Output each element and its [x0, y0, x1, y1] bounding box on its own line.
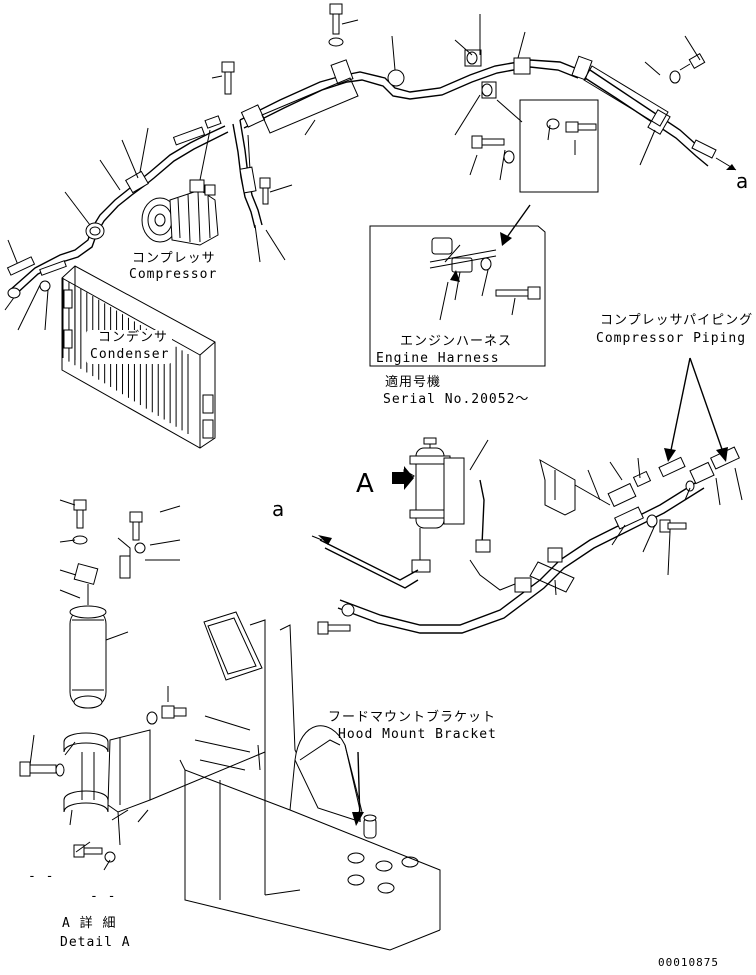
engine-harness-label-en: Engine Harness — [376, 351, 500, 366]
compressor-piping-label-en: Compressor Piping — [596, 331, 746, 346]
compressor-piping-bracket — [539, 357, 743, 596]
hood-bracket-label-en: Hood Mount Bracket — [338, 727, 497, 742]
continuation-a-top: a — [736, 169, 748, 193]
serial-label-en: Serial No.20052～ — [383, 392, 529, 407]
detail-a-label-jp: A 詳 細 — [62, 915, 116, 931]
engine-harness-inset — [369, 99, 599, 367]
detail-a-leaders — [29, 499, 181, 871]
hood-bracket-label-jp: フードマウントブラケット — [328, 709, 496, 725]
compressor — [141, 115, 222, 246]
leader-lines-top — [4, 14, 701, 331]
engine-harness-label-jp: エンジンハーネス — [400, 334, 512, 349]
text-labels: コンプレッサ Compressor コンデンサ Condenser エンジンハー… — [28, 169, 753, 969]
view-a-arrow — [392, 466, 414, 490]
upper-hose-route — [9, 59, 713, 297]
continuation-a-mid: a — [272, 497, 284, 521]
view-a-marker: A — [356, 469, 374, 499]
serial-label-jp: 適用号機 — [385, 374, 441, 390]
lower-hose-route — [311, 479, 705, 635]
compressor-label-en: Compressor — [129, 267, 217, 282]
hood-mount-frame — [179, 611, 441, 951]
dash-left: - - — [28, 869, 54, 884]
compressor-label-jp: コンプレッサ — [132, 251, 216, 266]
drawing-number: 00010875 — [658, 956, 719, 969]
compressor-piping-label-jp: コンプレッサパイピング — [600, 313, 753, 328]
bolts-top — [221, 3, 706, 205]
condenser-label-en: Condenser — [90, 347, 169, 362]
receiver-dryer-installed — [393, 437, 491, 573]
hose-tags — [239, 65, 669, 194]
condenser — [6, 256, 216, 449]
detail-a-receiver — [19, 499, 266, 863]
dash-right: - - — [90, 889, 116, 904]
condenser-label-jp: コンデンサ — [98, 329, 168, 345]
upper-clamps — [85, 49, 737, 240]
detail-a-label-en: Detail A — [60, 935, 131, 950]
